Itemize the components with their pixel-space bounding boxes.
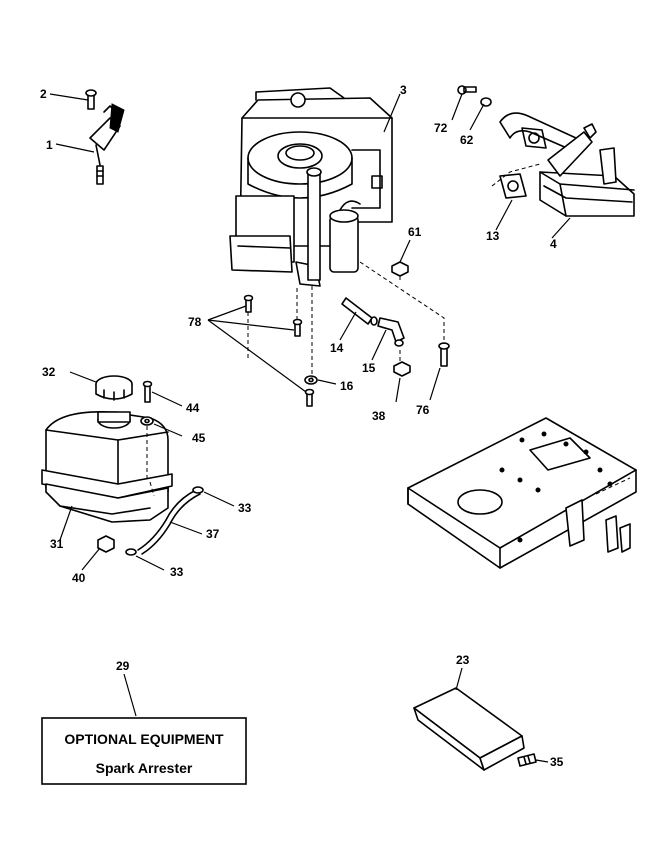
grommet-40 — [97, 535, 115, 553]
callout-23: 23 — [456, 653, 470, 667]
engine — [229, 87, 393, 287]
callout-62: 62 — [460, 133, 474, 147]
leader-lines — [49, 93, 571, 763]
bolt-44 — [142, 380, 153, 403]
callout-78: 78 — [188, 315, 202, 329]
fuel-cap-32 — [95, 375, 133, 401]
nut-61 — [391, 261, 409, 277]
callout-31: 31 — [50, 537, 64, 551]
fuel-tank — [41, 411, 173, 523]
callout-2: 2 — [40, 87, 47, 101]
washer-16 — [304, 375, 318, 385]
callout-16: 16 — [340, 379, 354, 393]
bolt-72 — [457, 85, 477, 95]
optional-equipment-title: OPTIONAL EQUIPMENT — [64, 731, 224, 747]
optional-equipment-subtitle: Spark Arrester — [96, 760, 193, 776]
callout-45: 45 — [192, 431, 206, 445]
callout-14: 14 — [330, 341, 344, 355]
callout-33-lower: 33 — [170, 565, 184, 579]
callout-35: 35 — [550, 755, 564, 769]
callout-44: 44 — [186, 401, 200, 415]
screw-35 — [517, 753, 537, 767]
callout-32: 32 — [42, 365, 56, 379]
muffler — [499, 112, 635, 217]
bolt-76 — [438, 342, 450, 367]
callout-15: 15 — [362, 361, 376, 375]
optional-equipment-box: OPTIONAL EQUIPMENT Spark Arrester — [41, 717, 247, 785]
callout-13: 13 — [486, 229, 500, 243]
callout-29: 29 — [116, 659, 130, 673]
elbow-15 — [377, 317, 405, 347]
hose-14 — [341, 297, 378, 326]
gasket-62 — [480, 97, 492, 107]
callout-38: 38 — [372, 409, 386, 423]
dashed-alignment-lines — [247, 261, 445, 378]
clamp-33 — [125, 486, 204, 556]
callout-4: 4 — [550, 237, 557, 251]
callout-37: 37 — [206, 527, 220, 541]
callout-40: 40 — [72, 571, 86, 585]
screw-2 — [85, 89, 97, 110]
throttle-control — [89, 103, 125, 185]
gasket-13 — [491, 163, 541, 199]
callout-3: 3 — [400, 83, 407, 97]
callout-76: 76 — [416, 403, 430, 417]
callout-1: 1 — [46, 138, 53, 152]
spark-arrester-shield — [413, 687, 525, 771]
mounting-plate — [407, 417, 637, 569]
callout-61: 61 — [408, 225, 422, 239]
callout-72: 72 — [434, 121, 448, 135]
nut-38 — [393, 361, 411, 377]
washer-45 — [140, 416, 154, 426]
callout-33-upper: 33 — [238, 501, 252, 515]
fuel-line-37 — [137, 489, 201, 555]
